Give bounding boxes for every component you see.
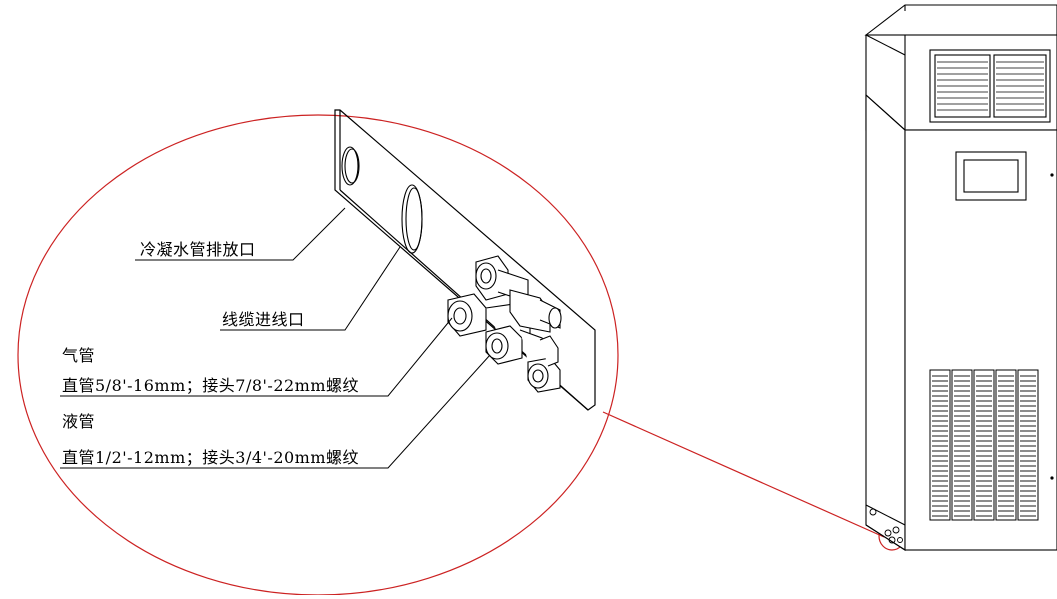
lower-vent-grille <box>929 369 1039 521</box>
top-grille-slats <box>937 61 1044 111</box>
label-gas-pipe-title: 气管 <box>62 346 96 365</box>
side-dot-upper <box>1050 173 1054 177</box>
indoor-unit <box>864 4 1057 552</box>
label-liquid-pipe-spec: 直管1/2'-12mm；接头3/4'-20mm螺纹 <box>62 448 360 467</box>
pipe-fittings <box>447 255 562 393</box>
label-gas-pipe-spec: 直管5/8'-16mm；接头7/8'-22mm螺纹 <box>62 376 360 395</box>
cable-inlet-hole <box>401 184 423 254</box>
side-dot-lower <box>1050 476 1054 480</box>
detail-leader-line <box>602 411 885 538</box>
label-condensate-outlet: 冷凝水管排放口 <box>140 240 256 259</box>
annotation-leaders <box>60 207 491 469</box>
unit-pipe-fittings <box>869 508 903 544</box>
condensate-outlet-hole <box>341 146 360 186</box>
label-cable-inlet: 线缆进线口 <box>222 310 305 329</box>
lower-vent-slats <box>932 375 1036 517</box>
label-liquid-pipe-title: 液管 <box>62 412 96 431</box>
